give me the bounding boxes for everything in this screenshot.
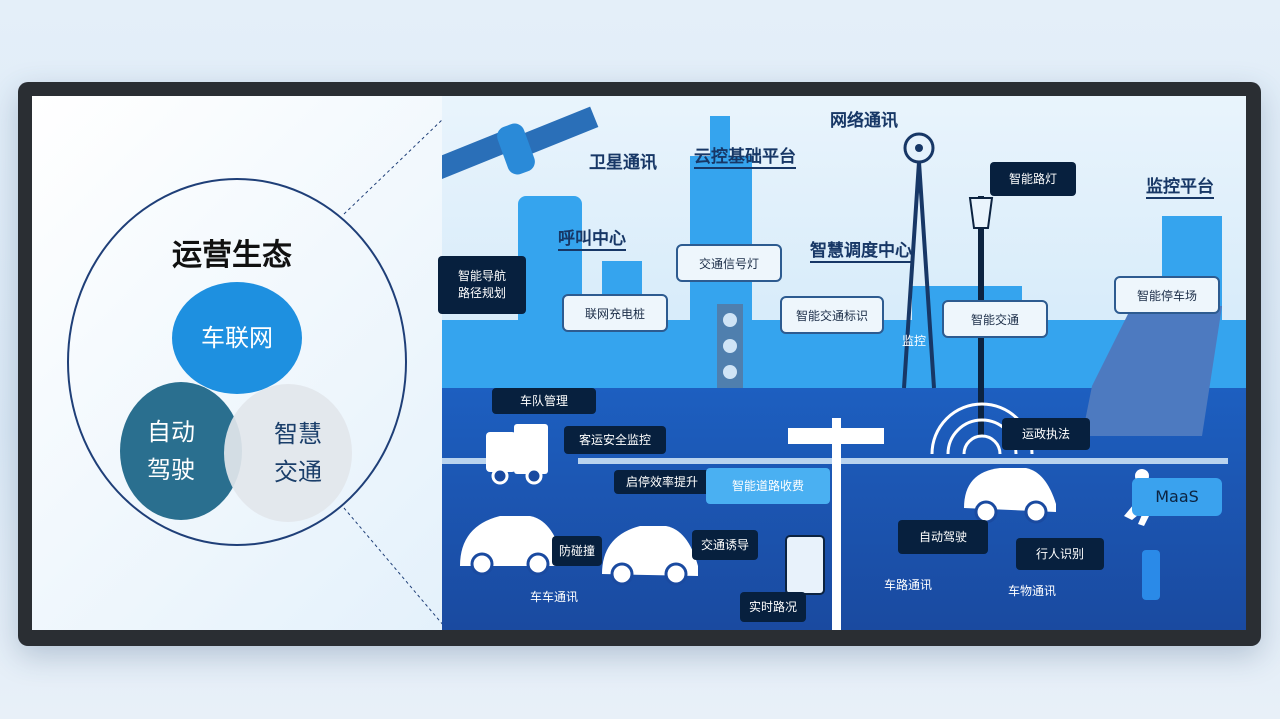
box-traffic-signs: 智能交通标识 [780, 296, 884, 334]
box-anti-collision: 防碰撞 [552, 536, 602, 566]
connector-lines [343, 117, 445, 627]
heading-cloud-platform: 云控基础平台 [694, 142, 796, 169]
gantry-pole [832, 418, 841, 630]
label-v2x: 车物通讯 [1008, 584, 1057, 598]
car-icon [602, 526, 698, 586]
building [710, 116, 730, 166]
road-line [578, 458, 1228, 464]
label-v2i: 车路通讯 [884, 578, 933, 592]
box-navigation-label: 智能导航 路径规划 [457, 269, 506, 300]
smart-city-scene: 卫星通讯 云控基础平台 网络通讯 呼叫中心 智慧调度中心 监控平台 监控 交通信… [438, 96, 1246, 630]
car-icon [460, 516, 562, 576]
map-screen-icon [785, 535, 825, 595]
box-start-stop: 启停效率提升 [614, 470, 710, 494]
circle-connected-vehicles-label: 车联网 [201, 323, 273, 352]
heading-call-center: 呼叫中心 [558, 224, 626, 251]
circle-connected-vehicles: 车联网 [172, 282, 302, 394]
satellite-icon [442, 106, 599, 181]
circle-autopilot: 自动 驾驶 [120, 382, 242, 520]
box-autopilot: 自动驾驶 [898, 520, 988, 554]
box-realtime: 实时路况 [740, 592, 806, 622]
circle-smart-traffic-label: 智慧 交通 [274, 419, 322, 486]
display-screen: 运营生态 自动 驾驶 智慧 交通 车联网 [32, 96, 1246, 630]
circle-smart-traffic: 智慧 交通 [224, 384, 352, 522]
circle-autopilot-label: 自动 驾驶 [147, 417, 195, 484]
heading-monitor-platform: 监控平台 [1146, 172, 1214, 199]
phone-icon [1142, 550, 1160, 600]
label-v2v: 车车通讯 [530, 590, 579, 604]
heading-dispatch: 智慧调度中心 [810, 236, 912, 263]
ecosystem-outer-circle [67, 178, 407, 546]
ecosystem-title: 运营生态 [172, 238, 292, 273]
truck-icon [486, 424, 548, 485]
box-toll: 智能道路收费 [706, 468, 830, 504]
traffic-light-icon [717, 304, 743, 388]
box-smart-parking: 智能停车场 [1114, 276, 1220, 314]
box-street-light: 智能路灯 [990, 162, 1076, 196]
car-icon [964, 468, 1056, 524]
parking-lot-icon [1082, 306, 1222, 436]
road-line [442, 458, 506, 464]
heading-network: 网络通讯 [830, 111, 898, 131]
box-enforcement: 运政执法 [1002, 418, 1090, 450]
heading-satellite: 卫星通讯 [589, 153, 657, 173]
box-passenger-safety: 客运安全监控 [564, 426, 666, 454]
box-navigation: 智能导航 路径规划 [438, 256, 526, 314]
toll-gantry [788, 428, 884, 444]
box-smart-traffic: 智能交通 [942, 300, 1048, 338]
box-fleet: 车队管理 [492, 388, 596, 414]
label-monitor: 监控 [902, 334, 927, 348]
box-pedestrian: 行人识别 [1016, 538, 1104, 570]
box-charging-pile: 联网充电桩 [562, 294, 668, 332]
box-maas: MaaS [1132, 478, 1222, 516]
network-tower-icon [902, 132, 936, 389]
ecosystem-panel: 运营生态 自动 驾驶 智慧 交通 车联网 [32, 96, 442, 630]
box-guidance: 交通诱导 [692, 530, 758, 560]
box-traffic-signal: 交通信号灯 [676, 244, 782, 282]
